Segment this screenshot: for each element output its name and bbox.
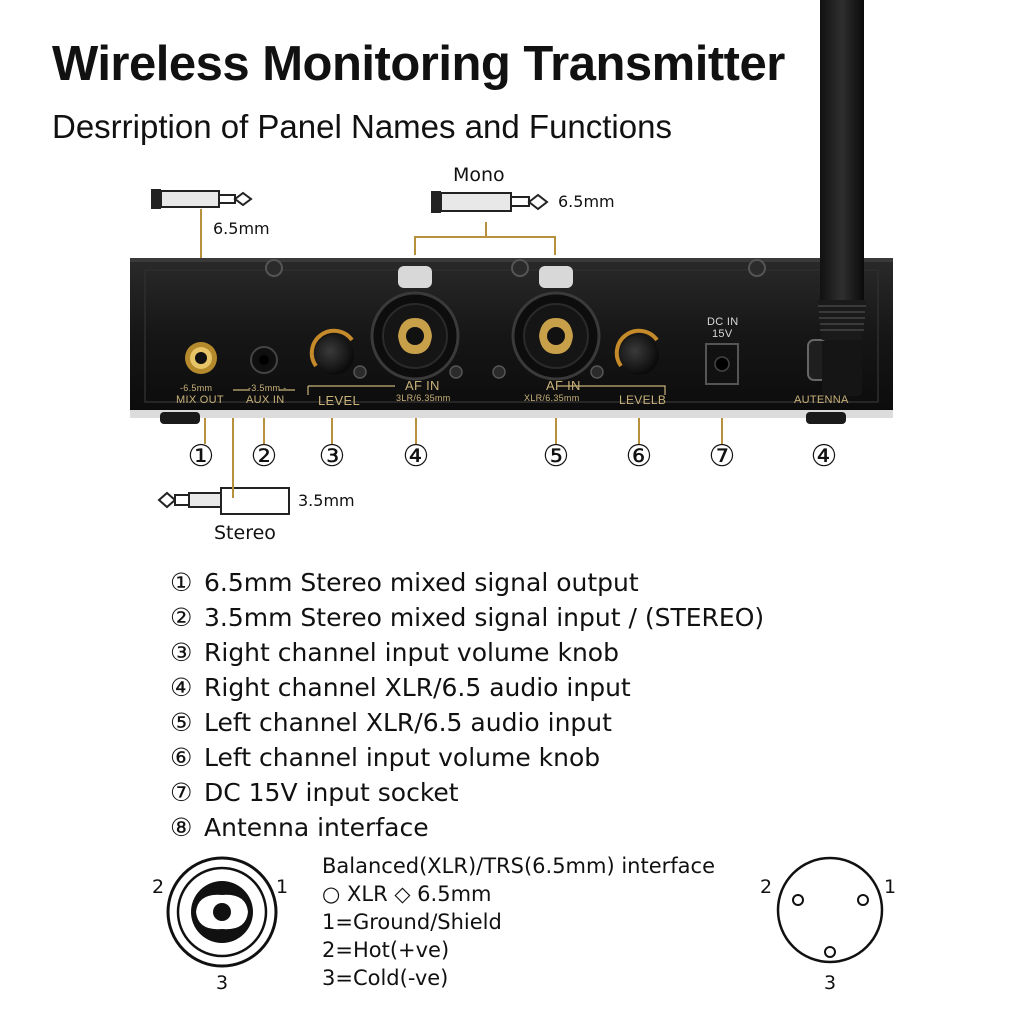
item-text: Left channel input volume knob [204, 743, 601, 772]
item-number: ③ [170, 638, 193, 667]
list-item: ⑦ DC 15V input socket [170, 775, 764, 810]
aux-in-label: AUX IN [246, 394, 285, 406]
antenna-icon [807, 0, 866, 396]
combo-connector-diagram [166, 856, 278, 968]
list-item: ② 3.5mm Stereo mixed signal input / (STER… [170, 600, 764, 635]
plug-stereo-icon [157, 487, 290, 515]
transmitter-panel [130, 258, 893, 424]
function-list: ① 6.5mm Stereo mixed signal output ② 3.5mm… [170, 565, 764, 845]
pin-2-desc: 2=Hot(+ve) [322, 938, 450, 962]
callout-5: ⑤ [542, 439, 570, 474]
combo-pin-2: 2 [152, 876, 165, 898]
left-af-in-sub: XLR/6.35mm [524, 393, 580, 403]
list-item: ③ Right channel input volume knob [170, 635, 764, 670]
antenna-label: AUTENNA [794, 394, 849, 406]
item-text: Right channel XLR/6.5 audio input [204, 673, 631, 702]
dc-in-label: DC IN [707, 316, 739, 328]
xlr-connector-diagram [776, 856, 884, 964]
plug-size-label: 6.5mm [213, 219, 270, 238]
mono-label: Mono [453, 164, 505, 186]
dc-socket [705, 343, 739, 385]
item-number: ② [170, 603, 193, 632]
stereo-label: Stereo [214, 522, 276, 544]
pin-3-desc: 3=Cold(-ve) [322, 966, 449, 990]
page-title: Wireless Monitoring Transmitter [52, 37, 785, 91]
mono-size-label: 6.5mm [558, 192, 615, 211]
callout-3: ③ [318, 439, 346, 474]
page-subtitle: Desrription of Panel Names and Functions [52, 108, 672, 145]
list-item: ⑥ Left channel input volume knob [170, 740, 764, 775]
item-text: 6.5mm Stereo mixed signal output [204, 568, 639, 597]
left-combo-jack [511, 266, 601, 381]
right-af-in-sub: 3LR/6.35mm [396, 393, 451, 403]
interface-heading: Balanced(XLR)/TRS(6.5mm) interface [322, 854, 716, 878]
item-text: Left channel XLR/6.5 audio input [204, 708, 612, 737]
pin-1-desc: 1=Ground/Shield [322, 910, 502, 934]
callout-2: ② [250, 439, 278, 474]
mix-out-jack [185, 342, 217, 374]
list-item: ⑧ Antenna interface [170, 810, 764, 845]
callout-7: ⑦ [708, 439, 736, 474]
plug-6-5mm-icon [151, 189, 253, 209]
item-number: ⑦ [170, 778, 193, 807]
item-text: 3.5mm Stereo mixed signal input / (STERE… [204, 603, 765, 632]
left-level-label: LEVELB [619, 393, 667, 407]
item-number: ④ [170, 673, 193, 702]
callout-1: ① [187, 439, 215, 474]
plug-mono-icon [431, 191, 549, 213]
right-combo-jack [370, 266, 460, 381]
callout-8: ④ [810, 439, 838, 474]
callout-4: ④ [402, 439, 430, 474]
item-text: Antenna interface [204, 813, 429, 842]
list-item: ① 6.5mm Stereo mixed signal output [170, 565, 764, 600]
right-level-label: LEVEL [318, 393, 360, 408]
item-text: DC 15V input socket [204, 778, 459, 807]
left-level-knob [614, 328, 659, 375]
item-text: Right channel input volume knob [204, 638, 619, 667]
callout-6: ⑥ [625, 439, 653, 474]
interface-info: Balanced(XLR)/TRS(6.5mm) interface ○ XLR… [322, 852, 715, 992]
right-level-knob [309, 328, 354, 375]
xlr-pin-1: 1 [884, 876, 897, 898]
item-number: ⑤ [170, 708, 193, 737]
list-item: ④ Right channel XLR/6.5 audio input [170, 670, 764, 705]
aux-in-size: -3.5mm - [248, 383, 287, 393]
mix-out-label: MIX OUT [176, 394, 224, 406]
item-number: ① [170, 568, 193, 597]
combo-pin-1: 1 [276, 876, 289, 898]
aux-in-jack [250, 346, 278, 374]
interface-legend: ○ XLR ◇ 6.5mm [322, 882, 492, 906]
item-number: ⑧ [170, 813, 193, 842]
mix-out-size: -6.5mm [180, 383, 213, 393]
list-item: ⑤ Left channel XLR/6.5 audio input [170, 705, 764, 740]
xlr-pin-3: 3 [824, 972, 837, 994]
item-number: ⑥ [170, 743, 193, 772]
right-af-in-label: AF IN [405, 378, 440, 393]
left-af-in-label: AF IN [546, 378, 581, 393]
combo-pin-3: 3 [216, 972, 229, 994]
stereo-size-label: 3.5mm [298, 491, 355, 510]
xlr-pin-2: 2 [760, 876, 773, 898]
dc-volt-label: 15V [712, 328, 733, 340]
